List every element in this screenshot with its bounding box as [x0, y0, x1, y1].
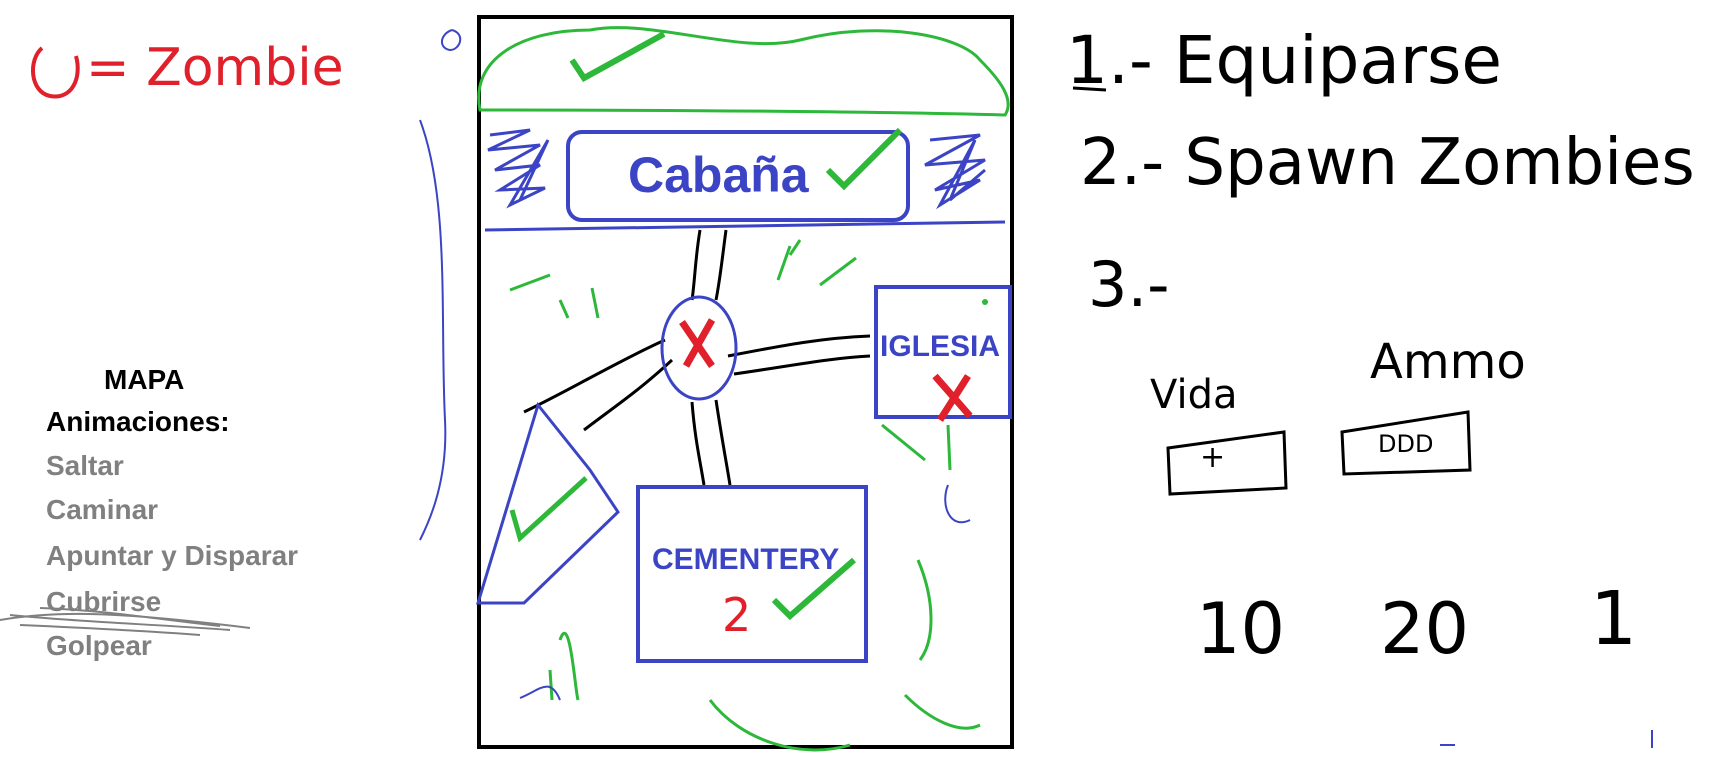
life-box — [1166, 430, 1288, 496]
ammo-label: Ammo — [1370, 334, 1526, 390]
zombie-symbol — [30, 46, 80, 99]
cemetery-count: 2 — [722, 588, 752, 642]
grass-strokes — [509, 239, 981, 752]
junction-x — [679, 318, 716, 368]
cemetery-label: CEMENTERY — [652, 543, 840, 576]
check-west — [509, 476, 588, 543]
animation-struck: Cubrirse — [46, 586, 162, 617]
road-west — [523, 338, 674, 432]
junction-ellipse — [660, 295, 738, 401]
cabin-label: Cabaña — [628, 147, 809, 203]
left-bracket — [419, 119, 447, 541]
west-area — [475, 401, 620, 605]
road-east — [727, 334, 871, 376]
step-2: 2.- Spawn Zombies — [1080, 126, 1695, 200]
number-1: 1 — [1590, 576, 1638, 662]
zombie-legend-label: = Zombie — [86, 38, 344, 98]
scribble-left — [487, 128, 550, 209]
step1-underline — [1072, 86, 1107, 92]
cabin-box — [566, 130, 910, 222]
life-value: + — [1200, 440, 1226, 475]
check-cabin — [825, 127, 903, 191]
animation-hit: Golpear — [46, 630, 152, 661]
road-south — [690, 399, 732, 486]
animation-aim-shoot: Apuntar y Disparar — [46, 540, 299, 571]
check-cemetery — [771, 557, 856, 621]
cabin-underline — [484, 220, 1006, 232]
animation-jump: Saltar — [46, 450, 124, 481]
church-dot — [982, 299, 988, 305]
ammo-value: DDD — [1378, 430, 1434, 458]
ammo-box — [1340, 410, 1472, 476]
cemetery-box — [636, 485, 868, 663]
number-10: 10 — [1196, 588, 1286, 670]
step-3: 3.- — [1088, 248, 1170, 321]
church-x — [932, 373, 973, 422]
forest-area-top — [477, 26, 1010, 117]
church-label: IGLESIA — [880, 330, 1001, 363]
map-title: MAPA — [104, 364, 185, 395]
life-label: Vida — [1150, 372, 1238, 418]
blue-curl-church — [944, 484, 971, 524]
step-1: 1.- Equiparse — [1066, 22, 1502, 99]
animation-walk: Caminar — [46, 494, 159, 525]
blue-curl-bottom — [519, 685, 561, 701]
road-north — [690, 229, 728, 301]
number-20: 20 — [1380, 588, 1470, 670]
check-top — [569, 31, 666, 82]
small-curl — [441, 29, 462, 52]
strike-scribble — [0, 607, 251, 636]
scribble-right — [924, 133, 986, 210]
animations-title: Animaciones: — [46, 406, 230, 437]
